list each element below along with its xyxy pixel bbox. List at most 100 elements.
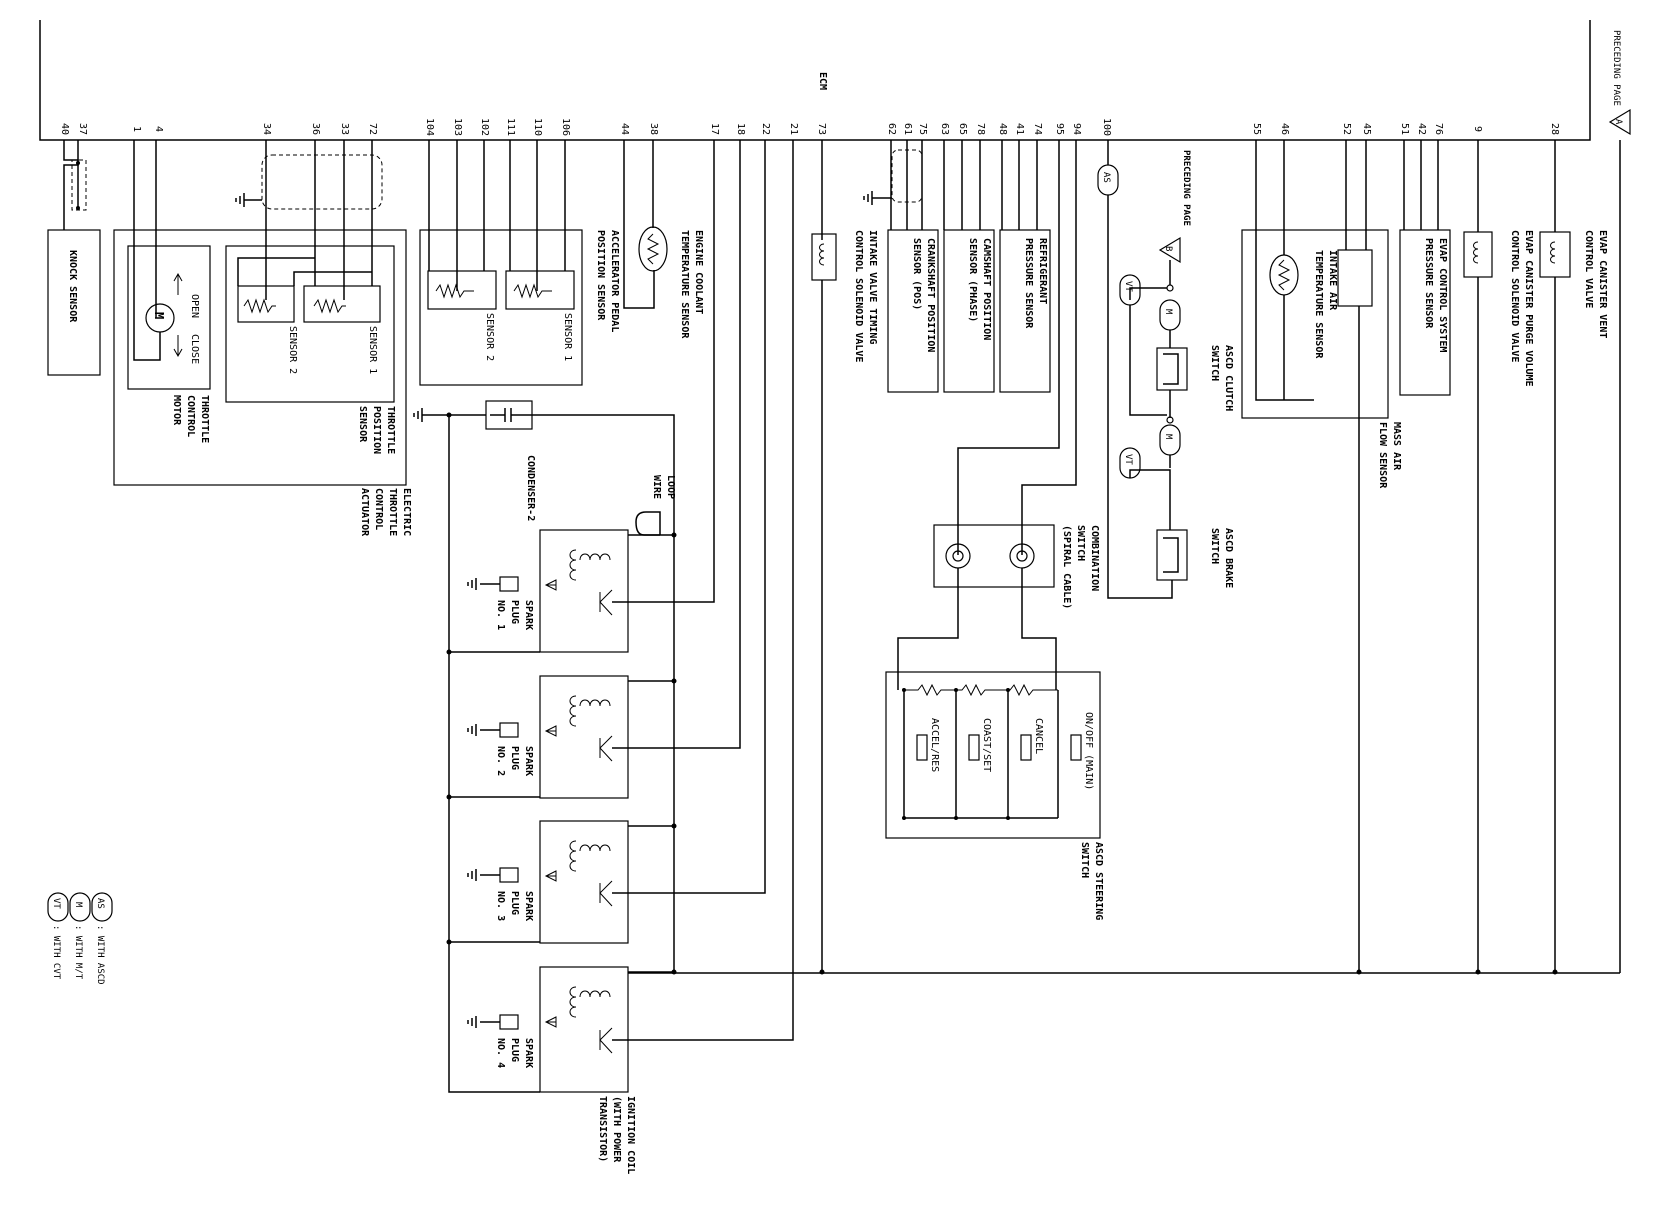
cmp-box [943, 229, 995, 393]
on-off-label: ON/OFF (MAIN) [1083, 712, 1094, 790]
pin-52: 52 [1341, 123, 1352, 135]
vt-tag-2: VT [1123, 454, 1133, 465]
cmp-label-2: SENSOR (PHASE) [967, 238, 978, 322]
spark4-label-1: SPARK [523, 1038, 534, 1068]
pin-103: 103 [452, 118, 463, 136]
pin-48: 48 [997, 123, 1008, 135]
pin-104: 104 [424, 118, 435, 136]
pin-37: 37 [77, 123, 88, 135]
spark1-label-1: SPARK [523, 600, 534, 630]
pin-4: 4 [153, 126, 164, 132]
maf-label-1: MASS AIR [1391, 422, 1402, 471]
pin-65: 65 [957, 123, 968, 135]
coast-set-label: COAST/SET [981, 718, 992, 772]
ignition-coil-label-2: (WITH POWER [611, 1096, 622, 1163]
spark3-label-2: PLUG [509, 891, 520, 915]
etc-actuator-box [113, 229, 407, 486]
connector-a-label: A [1613, 119, 1623, 125]
ivt-valve-group: INTAKE VALVE TIMING CONTROL SOLENOID VAL… [811, 140, 878, 975]
evap-vent-label-1: EVAP CANISTER VENT [1597, 230, 1608, 338]
pin-78: 78 [975, 123, 986, 135]
connector-a-icon [1608, 108, 1631, 136]
spark3-label-1: SPARK [523, 891, 534, 921]
m-tag-2: M [1163, 434, 1173, 440]
ascd-pedal-group: AS PRECEDING PAGE B VT M M VT ASCD CLUTC… [1097, 140, 1234, 599]
tps-label-2: POSITION [371, 406, 382, 454]
ect-label-2: TEMPERATURE SENSOR [679, 230, 690, 339]
etc-actuator-group: M OPEN CLOSE THROTTLE CONTROL MOTOR SENS… [113, 140, 412, 537]
pin-21: 21 [788, 123, 799, 135]
legend-text-as: : WITH ASCD [95, 925, 105, 985]
evap-group: EVAP CONTROL SYSTEM PRESSURE SENSOR EVAP… [1399, 140, 1621, 975]
pin-33: 33 [339, 123, 350, 135]
position-sensors-group: CRANKSHAFT POSITION SENSOR (POS) CAMSHAF… [863, 140, 1051, 393]
ignition-group: CONDENSER-2 LOOP WIRE [413, 140, 794, 1093]
vt-tag-1: VT [1123, 281, 1133, 292]
throttle-motor-box [127, 245, 211, 390]
pin-labels: 40 37 1 4 34 36 33 72 104 103 102 111 11… [59, 118, 1560, 136]
ecm-box [39, 20, 1591, 141]
pin-18: 18 [735, 123, 746, 135]
app-resistor1-icon [513, 283, 552, 299]
coil-unit-2: SPARK PLUG NO. 2 [449, 675, 674, 799]
pin-1: 1 [131, 126, 142, 132]
pin-28: 28 [1549, 123, 1560, 135]
legend-code-m: M [73, 902, 83, 908]
pin-62: 62 [886, 123, 897, 135]
etc-label-1: ELECTRIC [401, 488, 412, 536]
ignition-coil-label-1: IGNITION COIL [625, 1096, 636, 1174]
evap-press-label-1: EVAP CONTROL SYSTEM [1437, 238, 1448, 352]
close-arrow-icon [173, 335, 183, 358]
legend-text-vt: : WITH CVT [51, 925, 61, 980]
knock-sensor-label: KNOCK SENSOR [67, 250, 78, 323]
throttle-motor-label-2: CONTROL [185, 395, 196, 437]
loop-wire [635, 511, 661, 536]
open-arrow-icon [173, 272, 183, 295]
connector-b-icon [1158, 236, 1181, 264]
coil-unit-4: SPARK PLUG NO. 4 IGNITION COIL (WITH POW… [467, 966, 674, 1174]
ascd-clutch-label-2: SWITCH [1209, 345, 1220, 381]
ivt-label-1: INTAKE VALVE TIMING [867, 230, 878, 344]
spark4-label-2: PLUG [509, 1038, 520, 1062]
pin-94: 94 [1071, 123, 1082, 135]
ecm-label: ECM [817, 72, 828, 90]
accel-res-label: ACCEL/RES [929, 718, 940, 772]
tps-box [225, 245, 395, 403]
spark1-label-3: NO. 1 [495, 600, 506, 630]
pin-42: 42 [1416, 123, 1427, 135]
pin-38: 38 [648, 123, 659, 135]
app-label-1: ACCELERATOR PEDAL [609, 230, 620, 332]
maf-group: INTAKE AIR TEMPERATURE SENSOR MASS AIR F… [1241, 140, 1402, 975]
pin-75: 75 [917, 123, 928, 135]
pin-72: 72 [367, 123, 378, 135]
as-tag-label: AS [1101, 172, 1111, 183]
combo-switch-box [933, 524, 1055, 588]
etc-label-4: ACTUATOR [359, 488, 370, 537]
ckp-label-2: SENSOR (POS) [911, 238, 922, 310]
iat-label-2: TEMPERATURE SENSOR [1313, 250, 1324, 359]
iat-thermistor-icon [1269, 254, 1299, 296]
pin-34: 34 [261, 123, 272, 135]
combo-label-3: (SPIRAL CABLE) [1061, 525, 1072, 609]
tps-sensor1-label: SENSOR 1 [367, 326, 378, 374]
motor-m-glyph: M [152, 312, 166, 319]
ckp-box [887, 229, 939, 393]
close-label: CLOSE [189, 334, 200, 364]
ground-icon-2 [413, 408, 423, 422]
pin-111: 111 [505, 118, 516, 136]
pin-110: 110 [532, 118, 543, 136]
pin-45: 45 [1361, 123, 1372, 135]
app-sensor2-label: SENSOR 2 [484, 313, 495, 361]
tps-sensor1 [303, 285, 381, 323]
pin-95: 95 [1054, 123, 1065, 135]
evap-purge-label-1: EVAP CANISTER PURGE VOLUME [1523, 230, 1534, 387]
ect-label-1: ENGINE COOLANT [693, 230, 704, 314]
pin-73: 73 [816, 123, 827, 135]
spark4-label-3: NO. 4 [495, 1038, 506, 1068]
tps-resistor1-icon [313, 298, 346, 314]
pin-40: 40 [59, 123, 70, 135]
knock-sensor-box [47, 229, 101, 376]
ascd-clutch-label-1: ASCD CLUTCH [1223, 345, 1234, 411]
iat-label-1: INTAKE AIR [1327, 250, 1338, 311]
